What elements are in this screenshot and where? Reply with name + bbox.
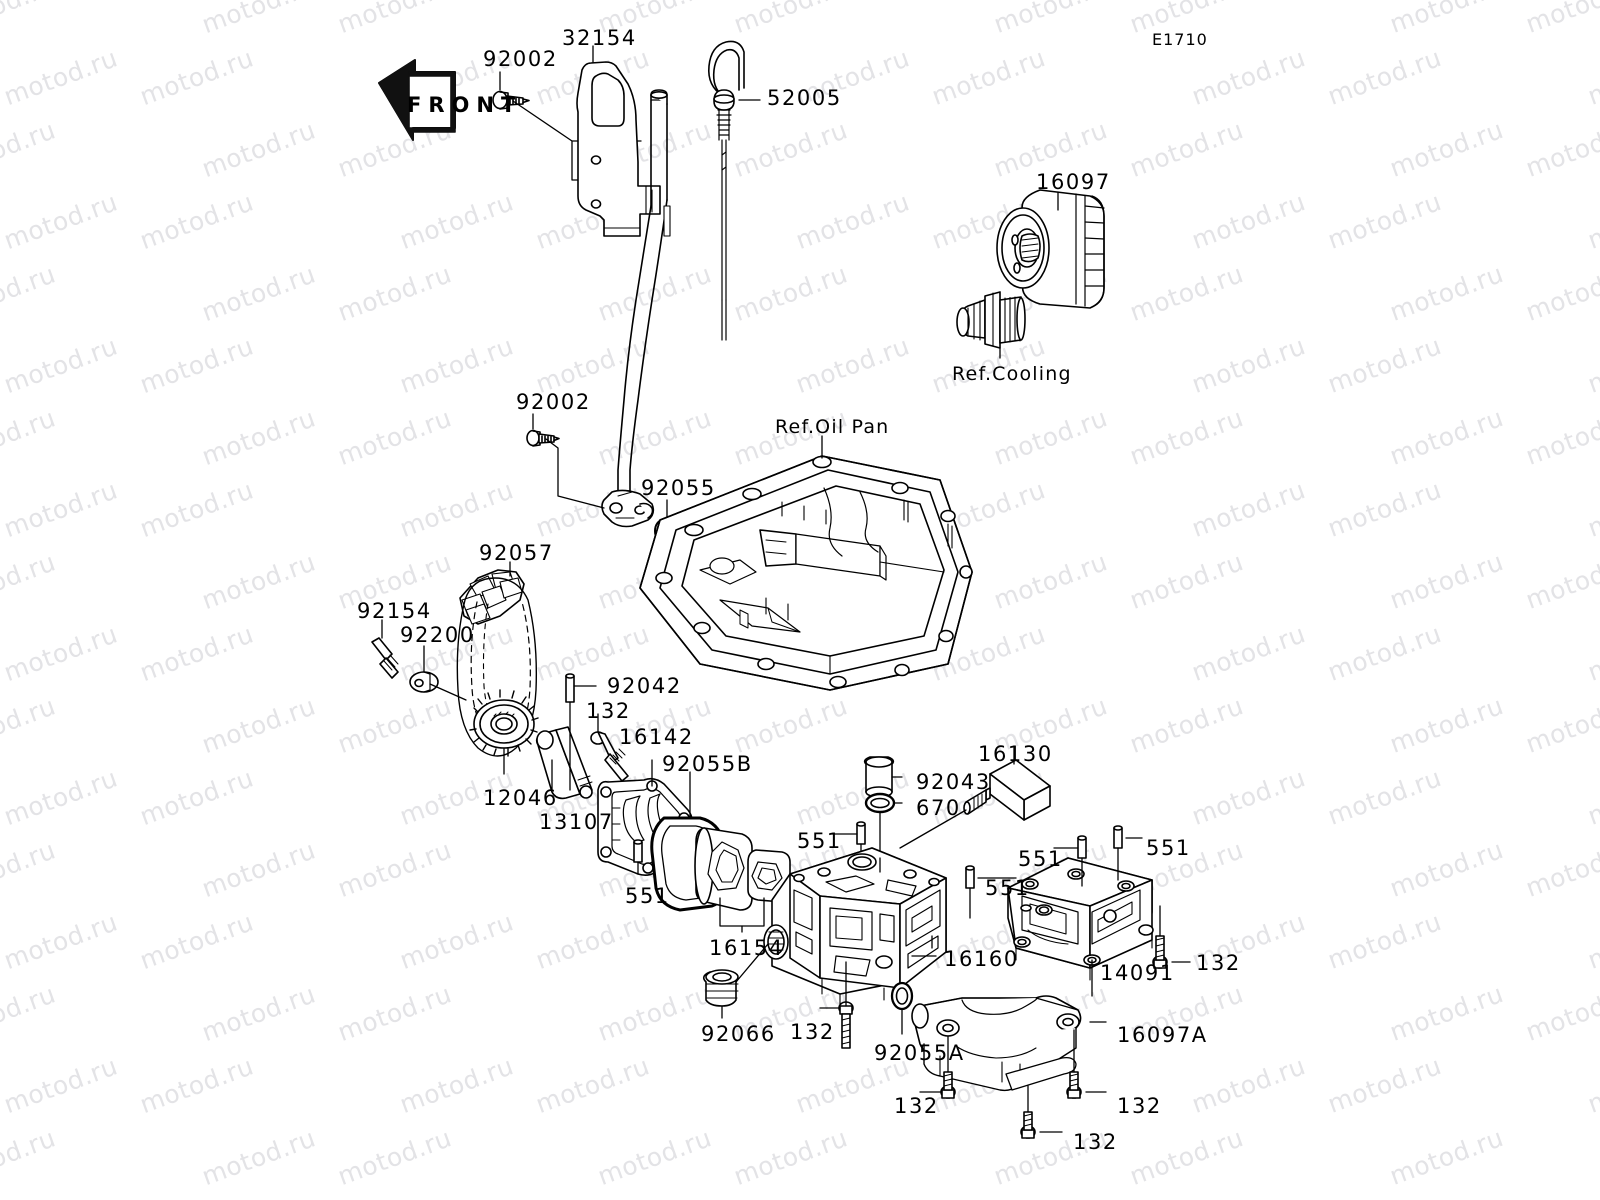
- dowel-551-e: [1113, 825, 1123, 849]
- label-132-a: 132: [586, 699, 631, 723]
- label-132-b: 132: [1196, 951, 1241, 975]
- label-16097A: 16097A: [1117, 1023, 1208, 1047]
- pin-92042-mid: [565, 673, 575, 703]
- label-551-a: 551: [625, 884, 670, 908]
- label-92055B: 92055B: [662, 752, 753, 776]
- cooling-fitting: [956, 291, 1026, 349]
- dowel-551-b: [856, 821, 866, 845]
- bracket-32154: [576, 61, 661, 237]
- cover-plate-14091: [1007, 857, 1154, 981]
- bolt-92002-top: [492, 90, 530, 110]
- label-92043: 92043: [916, 770, 991, 794]
- collar-92043: [863, 756, 895, 798]
- bolt-132-a: [590, 731, 629, 782]
- label-52005: 52005: [767, 86, 842, 110]
- label-551-b: 551: [797, 829, 842, 853]
- label-92042-mid: 92042: [607, 674, 682, 698]
- label-132-c: 132: [790, 1020, 835, 1044]
- label-551-c: 551: [985, 876, 1030, 900]
- label-670: 670: [916, 796, 961, 820]
- label-16097: 16097: [1036, 170, 1111, 194]
- label-13107: 13107: [539, 810, 614, 834]
- diagram-code: E1710: [1152, 30, 1208, 49]
- label-92066: 92066: [701, 1022, 776, 1046]
- front-label: FRONT: [407, 93, 523, 117]
- label-92057: 92057: [479, 541, 554, 565]
- ref-oil-pan: Ref.Oil Pan: [775, 416, 890, 438]
- oring-670: [864, 792, 896, 814]
- ref-cooling: Ref.Cooling: [952, 363, 1072, 385]
- label-12046: 12046: [483, 786, 558, 810]
- label-16160: 16160: [944, 947, 1019, 971]
- dowel-551-a: [633, 839, 643, 863]
- label-132-e: 132: [1117, 1094, 1162, 1118]
- label-16154: 16154: [709, 936, 784, 960]
- oil-pan: [639, 455, 973, 691]
- label-92055A: 92055A: [874, 1041, 965, 1065]
- dipstick-tube-flange: [601, 489, 655, 528]
- pump-body-16160: [763, 847, 947, 1007]
- sprocket-12046: [469, 689, 539, 757]
- rotor-16154: [694, 827, 791, 911]
- washer-92200: [409, 671, 439, 693]
- label-92002-top: 92002: [483, 47, 558, 71]
- bolt-132-c: [838, 1001, 854, 1049]
- label-14091: 14091: [1100, 961, 1175, 985]
- label-551-e: 551: [1146, 836, 1191, 860]
- label-92154: 92154: [357, 599, 432, 623]
- shaft-13107: [535, 726, 593, 800]
- bolt-132-d: [940, 1071, 956, 1099]
- dowel-551-c: [965, 865, 975, 889]
- filter-cover-16097A: [911, 995, 1082, 1092]
- bolt-92002-mid: [526, 429, 560, 447]
- front-arrow-icon: [378, 59, 456, 141]
- label-132-f: 132: [1073, 1130, 1118, 1154]
- dipstick-tube: [617, 89, 671, 501]
- label-92055: 92055: [641, 476, 716, 500]
- label-551-d: 551: [1018, 847, 1063, 871]
- label-16142: 16142: [619, 725, 694, 749]
- label-32154: 32154: [562, 26, 637, 50]
- bolt-132-e: [1066, 1071, 1082, 1099]
- dipstick-52005: [707, 40, 745, 341]
- oil-filter-16097: [996, 189, 1105, 309]
- label-92200: 92200: [400, 623, 475, 647]
- oring-92055A: [890, 981, 914, 1011]
- label-92002-mid: 92002: [516, 390, 591, 414]
- label-16130: 16130: [978, 742, 1053, 766]
- label-132-d: 132: [894, 1094, 939, 1118]
- plug-92066: [702, 969, 739, 1007]
- bolt-92154: [371, 637, 399, 679]
- bolt-132-f: [1020, 1111, 1036, 1139]
- bolt-132-b: [1152, 935, 1168, 969]
- dowel-551-d: [1077, 835, 1087, 859]
- relief-valve-16130: [963, 759, 1051, 821]
